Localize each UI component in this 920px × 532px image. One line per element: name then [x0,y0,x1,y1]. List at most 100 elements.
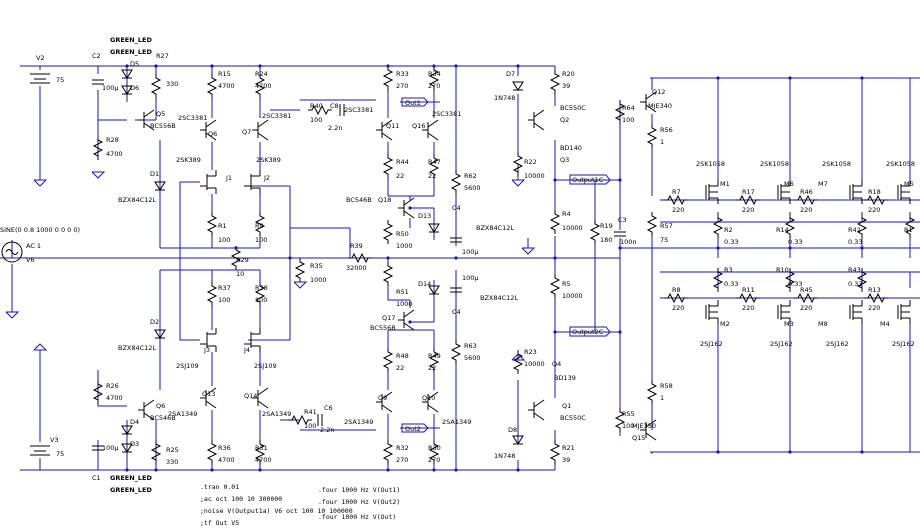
svg-text:R3: R3 [724,266,733,274]
svg-text:C3: C3 [618,216,627,224]
svg-text:1000: 1000 [310,276,327,284]
ac1-label: AC 1 [26,242,41,250]
svg-text:2SA1349: 2SA1349 [262,410,291,418]
sine-label: SINE(0 0.8 1000 0 0 0 0) [0,226,80,234]
net-label-out2: Out2 [401,423,429,433]
svg-text:M4: M4 [880,320,890,328]
svg-text:D5: D5 [130,60,139,68]
svg-text:GREEN_LED: GREEN_LED [110,474,152,482]
svg-text:220: 220 [742,304,754,312]
directive-noise: ;noise V(Output1a) V6 oct 100 10 100000 [200,507,353,515]
directive-tran: .tran 0.01 [200,483,239,491]
svg-text:2SK1058: 2SK1058 [822,160,851,168]
svg-text:2SJ162: 2SJ162 [826,340,849,348]
v2-value: 75 [56,76,64,84]
svg-text:Q7: Q7 [242,128,251,136]
svg-text:R8: R8 [672,286,681,294]
svg-text:R44: R44 [396,158,409,166]
svg-text:32000: 32000 [346,264,367,272]
svg-text:100: 100 [310,116,322,124]
svg-text:D4: D4 [130,418,139,426]
v3-label: V3 [50,436,59,444]
svg-text:2SJ162: 2SJ162 [770,340,793,348]
svg-text:100: 100 [622,116,634,124]
svg-text:R42: R42 [848,226,861,234]
svg-text:R33: R33 [396,70,409,78]
svg-text:2SJ109: 2SJ109 [176,362,199,370]
svg-text:2SK1058: 2SK1058 [886,160,915,168]
net-label-output2c: Output2C [569,326,611,337]
svg-text:Q3: Q3 [560,156,569,164]
svg-text:R10: R10 [776,266,789,274]
svg-text:R28: R28 [106,136,119,144]
svg-text:100: 100 [304,422,316,430]
svg-text:10000: 10000 [562,292,583,300]
c6-capacitor: C6 2.2n [317,404,334,434]
svg-text:J1: J1 [225,174,232,182]
svg-text:R17: R17 [742,188,755,196]
svg-text:22: 22 [428,172,436,180]
svg-text:0.33: 0.33 [848,238,862,246]
svg-text:220: 220 [672,304,684,312]
svg-text:Out1: Out1 [405,99,421,107]
svg-text:R1: R1 [218,222,227,230]
directive-four-out: .four 1000 Hz V(Out) [318,513,396,521]
svg-text:R23: R23 [524,348,537,356]
svg-text:GREEN_LED: GREEN_LED [110,486,152,494]
svg-text:0.33: 0.33 [724,280,738,288]
svg-text:39: 39 [562,82,570,90]
svg-text:5600: 5600 [464,184,481,192]
svg-text:Output1C: Output1C [572,176,604,184]
svg-text:2SJ109: 2SJ109 [254,362,277,370]
svg-text:R30: R30 [428,444,441,452]
svg-text:270: 270 [428,456,440,464]
svg-text:R46: R46 [800,188,813,196]
svg-text:R48: R48 [396,352,409,360]
svg-text:220: 220 [800,304,812,312]
svg-text:D7: D7 [506,70,515,78]
transistors: Q5 BC556B Q6 2SC3381 Q7 2SC3381 Q11 2SC3… [137,88,672,442]
svg-text:R49: R49 [428,352,441,360]
svg-text:R18: R18 [868,188,881,196]
svg-text:C4: C4 [452,204,461,212]
svg-text:R13: R13 [868,286,881,294]
svg-text:R15: R15 [218,70,231,78]
svg-text:4700: 4700 [255,82,272,90]
ground-icon [5,311,19,319]
svg-text:R62: R62 [464,172,477,180]
svg-text:22: 22 [428,364,436,372]
svg-text:Q17: Q17 [382,314,395,322]
svg-text:100µ: 100µ [102,444,119,452]
svg-text:M5: M5 [904,180,914,188]
ground-symbols [91,171,535,361]
svg-text:100n: 100n [620,238,637,246]
svg-text:R38: R38 [255,284,268,292]
svg-text:J4: J4 [243,346,250,354]
green-led-top: GREEN_LED GREEN_LED D5 D6 [110,36,152,95]
svg-text:R5: R5 [562,280,571,288]
svg-text:1000: 1000 [396,242,413,250]
svg-text:D3: D3 [130,440,139,448]
svg-text:M6: M6 [784,180,794,188]
svg-text:R14: R14 [776,226,789,234]
svg-text:270: 270 [396,82,408,90]
svg-text:10: 10 [236,270,244,278]
directive-tf: ;tf Out V5 [200,519,239,527]
svg-text:R1: R1 [904,226,913,234]
svg-text:R34: R34 [428,70,441,78]
svg-text:2SC3381: 2SC3381 [432,110,461,118]
svg-text:D2: D2 [150,318,159,326]
junction-dots [125,64,864,472]
svg-text:R31: R31 [255,444,268,452]
ground-icon [33,343,48,351]
svg-text:GREEN_LED: GREEN_LED [110,48,152,56]
svg-text:220: 220 [868,304,880,312]
svg-text:1: 1 [660,138,664,146]
svg-text:BZX84C12L: BZX84C12L [480,294,518,302]
d13-diode: D13 BZX84C12L [418,212,514,233]
svg-text:10000: 10000 [524,360,545,368]
svg-text:220: 220 [672,206,684,214]
svg-text:M8: M8 [818,320,828,328]
v3-value: 75 [56,450,64,458]
svg-text:GREEN_LED: GREEN_LED [110,36,152,44]
